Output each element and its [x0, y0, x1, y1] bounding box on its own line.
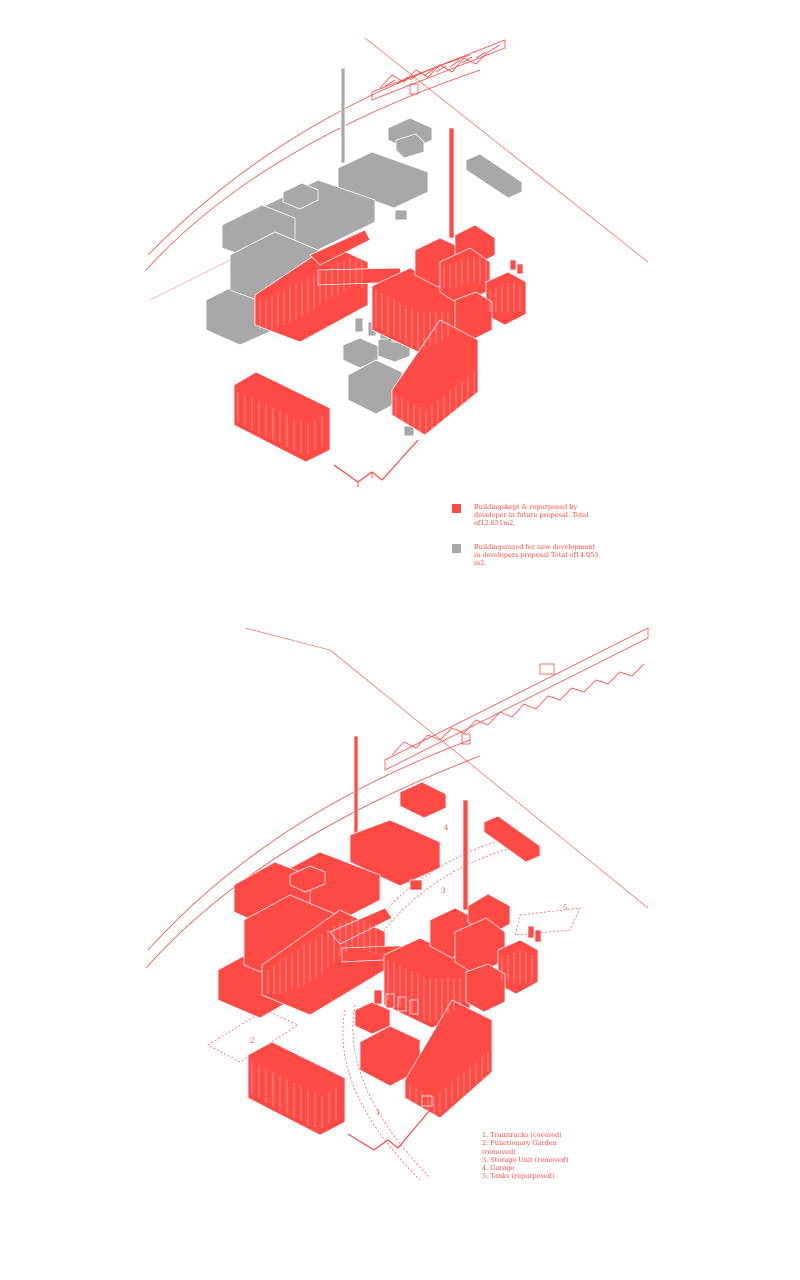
legend-text-kept: Buildingskept & repurposed by developer …: [474, 503, 589, 527]
razed-buildings: [205, 67, 523, 437]
map-label-2: 2: [250, 1037, 254, 1045]
legend-bottom-item-5: 5. Tanks (repurposed): [482, 1172, 555, 1181]
legend-bottom: 1. Traintracks (covered) 2. Functionary …: [482, 1131, 592, 1181]
legend-top: Buildingskept & repurposed by developer …: [452, 503, 599, 577]
all-buildings-kept: [217, 735, 542, 1136]
map-label-5: 5: [563, 904, 567, 912]
legend-bottom-item-4: 4. Garage: [482, 1164, 515, 1173]
legend-text-razed: Buildingsrazed for new development in de…: [474, 543, 599, 567]
legend-item-kept: Buildingskept & repurposed by developer …: [452, 503, 599, 527]
bridge: [371, 39, 506, 101]
map-label-4: 4: [444, 824, 449, 832]
top-axonometric-diagram: [145, 37, 649, 487]
map-label-1: 1: [376, 1109, 380, 1117]
legend-bottom-item-3: 3. Storage Unit (removed): [482, 1155, 569, 1164]
train-tracks: [207, 839, 581, 1181]
legend-swatch-kept: [452, 504, 461, 513]
legend-swatch-razed: [452, 544, 461, 553]
legend-item-razed: Buildingsrazed for new development in de…: [452, 543, 599, 567]
kept-buildings: [233, 127, 527, 463]
bottom-axonometric-diagram: 4 3 5 2 1: [145, 627, 649, 1181]
legend-bottom-item-1: 1. Traintracks (covered): [482, 1131, 562, 1139]
map-label-3: 3: [441, 887, 445, 895]
bridge-bottom: [384, 627, 649, 771]
legend-bottom-item-2: 2. Functionary Garden (removed): [482, 1139, 557, 1156]
